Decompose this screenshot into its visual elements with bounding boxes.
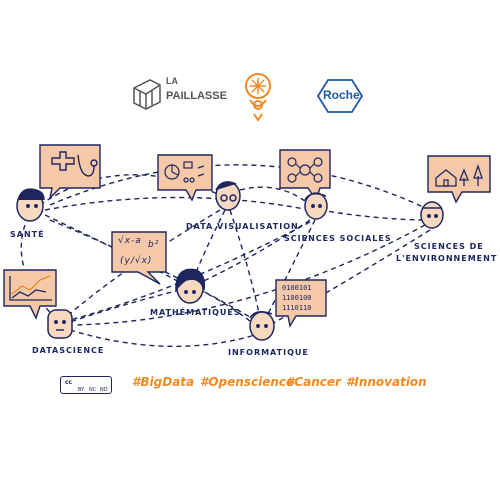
link-sociales-env [319, 209, 431, 221]
face-math [175, 268, 206, 304]
hashtag-innovation: #Innovation [346, 375, 427, 389]
medical-cross-stethoscope-icon [51, 151, 98, 177]
house-trees-icon [435, 163, 483, 187]
math-formula-1: √x-a [118, 236, 142, 246]
math-formula-3: (y/√x) [120, 256, 153, 266]
link-sociales-informatique [264, 219, 316, 321]
lapaillasse-logo-icon [133, 79, 161, 110]
bubble-sante [39, 144, 101, 201]
cc-by-label: BY [78, 387, 85, 393]
link-sante-math [44, 214, 186, 286]
binary-line-1: 0100101 [282, 284, 312, 292]
bubble-math [111, 231, 167, 285]
face-informatique [249, 311, 275, 341]
lapaillasse-logo-line1: LA [166, 76, 178, 86]
line-chart-icon [9, 275, 52, 301]
link-sante-sociales [44, 196, 311, 211]
label-datavisualisation: DATA VISUALISATION [186, 222, 299, 231]
chart-dashboard-icon [164, 161, 205, 183]
cc-license-badge: cc BY NC ND [60, 376, 112, 394]
face-sociales [304, 192, 328, 220]
center-orange-logo-icon [245, 73, 271, 122]
cc-nc-label: NC [89, 387, 97, 393]
face-sante [16, 188, 45, 222]
link-env-datascience [74, 224, 426, 326]
link-datascience-informatique [69, 329, 256, 348]
link-top-arc [49, 164, 441, 216]
roche-logo-text: Roche [323, 88, 360, 102]
social-network-icon [287, 157, 323, 183]
link-dataviz-sociales [239, 186, 311, 206]
hashtag-cancer: #Cancer [286, 375, 341, 389]
face-environnement [420, 201, 444, 229]
binary-line-3: 1110110 [282, 304, 312, 312]
label-sciences-environnement-2: L'ENVIRONNEMENT [396, 254, 498, 263]
label-sante: SANTÉ [10, 230, 45, 239]
bubble-environnement [427, 155, 491, 204]
link-dataviz-datascience [64, 209, 221, 319]
link-math-datascience [69, 289, 181, 323]
cc-nd-label: ND [100, 387, 108, 393]
lapaillasse-logo-line2: PAILLASSE [166, 90, 227, 102]
roche-logo-icon [316, 79, 364, 113]
network-connections [20, 164, 441, 348]
face-dataviz [215, 181, 241, 211]
cc-label: cc [65, 379, 73, 386]
hashtag-bigdata: #BigData [132, 375, 195, 389]
label-mathematiques: MATHÉMATIQUES [150, 308, 241, 317]
hashtag-openscience: #Openscience [200, 375, 295, 389]
link-sociales-math [194, 219, 311, 286]
label-datascience: DATASCIENCE [32, 346, 105, 355]
character-faces [16, 181, 444, 341]
label-sciences-environnement-1: SCIENCES DE [414, 242, 484, 251]
link-dataviz-informatique [229, 209, 261, 319]
bubble-informatique [275, 279, 327, 328]
label-informatique: INFORMATIQUE [228, 348, 309, 357]
binary-line-2: 1100100 [282, 294, 312, 302]
face-datascience [47, 309, 73, 339]
label-sciences-sociales: SCIENCES SOCIALES [284, 234, 392, 243]
math-formula-2: b² [148, 240, 160, 250]
